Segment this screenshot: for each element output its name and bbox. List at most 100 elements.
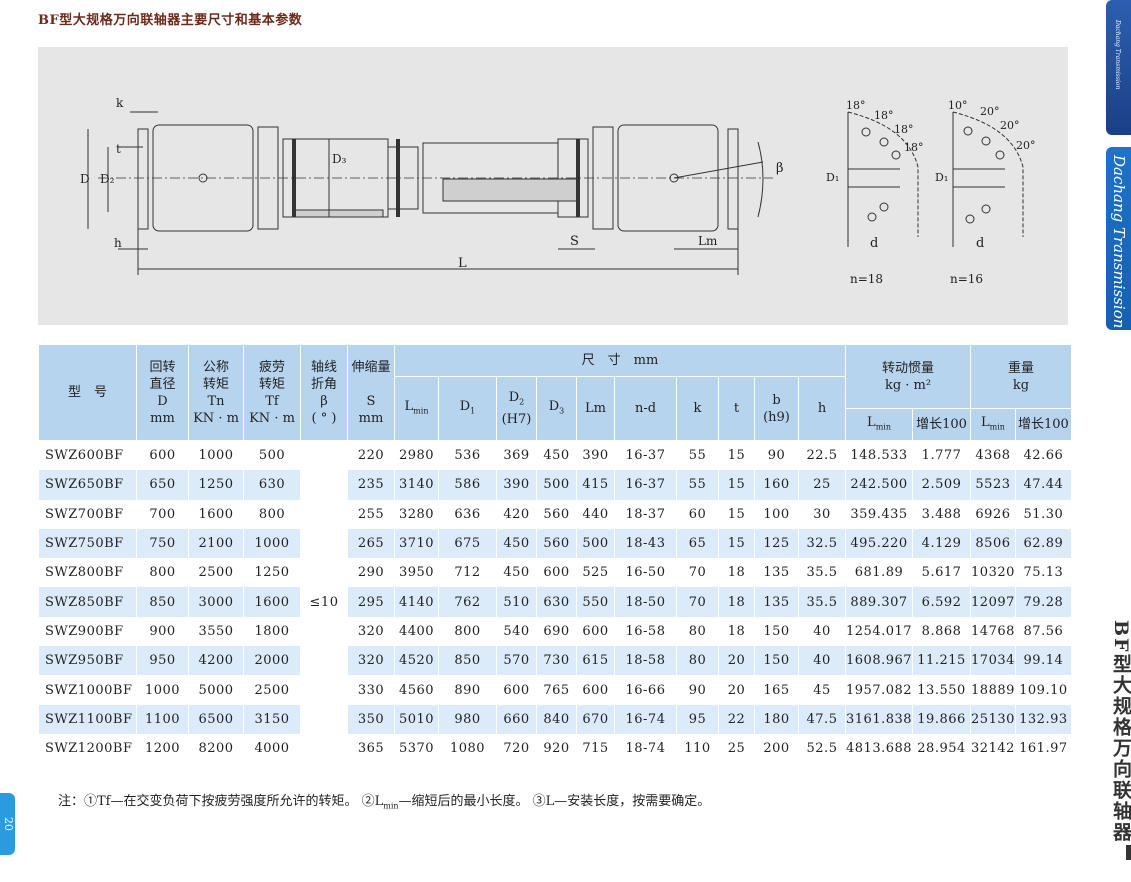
value-cell: 8.868	[912, 616, 972, 647]
model-cell: SWZ700BF	[38, 499, 137, 529]
value-cell: 900	[136, 616, 189, 647]
angle-label: 20°	[1000, 119, 1020, 132]
value-cell: 800	[243, 499, 301, 529]
value-cell: 150	[754, 646, 799, 676]
value-cell: 79.28	[1014, 587, 1072, 617]
header-Lmin: Lmin	[394, 376, 439, 441]
value-cell: 2000	[243, 646, 301, 676]
angle-label: 18°	[904, 141, 924, 154]
value-cell: 720	[496, 733, 537, 764]
page-title: BF型大规格万向联轴器主要尺寸和基本参数	[38, 13, 303, 28]
value-cell: 5523	[970, 470, 1016, 500]
value-cell: 18	[718, 587, 755, 617]
value-cell: 2100	[188, 528, 244, 559]
value-cell: 25	[798, 470, 846, 500]
value-cell: 32.5	[798, 528, 846, 559]
value-cell: 35.5	[798, 587, 846, 617]
value-cell: 681.89	[844, 558, 914, 588]
value-cell: 16-37	[614, 470, 677, 500]
value-cell: 650	[136, 470, 189, 500]
value-cell: 290	[347, 558, 395, 588]
value-cell: 65	[676, 528, 719, 559]
value-cell: 18-37	[614, 499, 677, 529]
value-cell: 16-50	[614, 558, 677, 588]
value-cell: 500	[536, 470, 577, 500]
value-cell: 5000	[188, 675, 244, 705]
angle-label: 18°	[894, 123, 914, 136]
value-cell: 80	[676, 616, 719, 647]
header-D3: D3	[536, 376, 577, 441]
value-cell: 1608.967	[844, 646, 914, 676]
value-cell: 18889	[970, 675, 1016, 705]
value-cell: 6926	[970, 499, 1016, 529]
value-cell: 390	[496, 470, 537, 500]
value-cell: 4560	[394, 675, 439, 705]
value-cell: 60	[676, 499, 719, 529]
value-cell: 495.220	[844, 528, 914, 559]
value-cell: 110	[676, 733, 719, 764]
section-title-vertical: BF型大规格万向联轴器	[1110, 620, 1131, 843]
value-cell: 4368	[970, 440, 1016, 471]
value-cell: 15	[718, 440, 755, 471]
hole-count-label: n=16	[950, 272, 983, 286]
value-cell: 4000	[243, 733, 301, 764]
angle-label: 18°	[846, 99, 866, 112]
value-cell: 42.66	[1014, 440, 1072, 471]
value-cell: 500	[243, 440, 301, 471]
value-cell: 62.89	[1014, 528, 1072, 559]
value-cell: 40	[798, 616, 846, 647]
value-cell: 18-43	[614, 528, 677, 559]
value-cell: 70	[676, 587, 719, 617]
value-cell: 20	[718, 646, 755, 676]
value-cell: 18-58	[614, 646, 677, 676]
value-cell: 235	[347, 470, 395, 500]
value-cell: 600	[576, 616, 615, 647]
label-L: L	[458, 256, 467, 271]
value-cell: 2500	[243, 675, 301, 705]
value-cell: 8506	[970, 528, 1016, 559]
label-d: d	[976, 236, 984, 251]
value-cell: 615	[576, 646, 615, 676]
label-S: S	[570, 234, 579, 249]
value-cell: 980	[438, 704, 497, 734]
header-k: k	[676, 376, 719, 441]
value-cell: 850	[136, 587, 189, 617]
value-cell: 4813.688	[844, 733, 914, 764]
label-k: k	[116, 96, 124, 110]
value-cell: 150	[754, 616, 799, 647]
value-cell: 135	[754, 558, 799, 588]
value-cell: 1.777	[912, 440, 972, 471]
beta-cell: ≤10	[300, 440, 348, 764]
value-cell: 3280	[394, 499, 439, 529]
value-cell: 148.533	[844, 440, 914, 471]
brand-tab-logo: Dachang Transmission	[1106, 0, 1131, 135]
value-cell: 15	[718, 470, 755, 500]
value-cell: 12097	[970, 587, 1016, 617]
label-t: t	[116, 142, 121, 156]
value-cell: 22	[718, 704, 755, 734]
value-cell: 100	[754, 499, 799, 529]
value-cell: 1600	[243, 587, 301, 617]
value-cell: 3150	[243, 704, 301, 734]
value-cell: 200	[754, 733, 799, 764]
value-cell: 440	[576, 499, 615, 529]
label-D2: D₂	[100, 172, 115, 186]
value-cell: 1100	[136, 704, 189, 734]
value-cell: 295	[347, 587, 395, 617]
value-cell: 1600	[188, 499, 244, 529]
model-cell: SWZ1200BF	[38, 733, 137, 764]
value-cell: 715	[576, 733, 615, 764]
header-D1: D1	[438, 376, 497, 441]
value-cell: 450	[536, 440, 577, 471]
value-cell: 730	[536, 646, 577, 676]
value-cell: 2500	[188, 558, 244, 588]
value-cell: 600	[136, 440, 189, 471]
